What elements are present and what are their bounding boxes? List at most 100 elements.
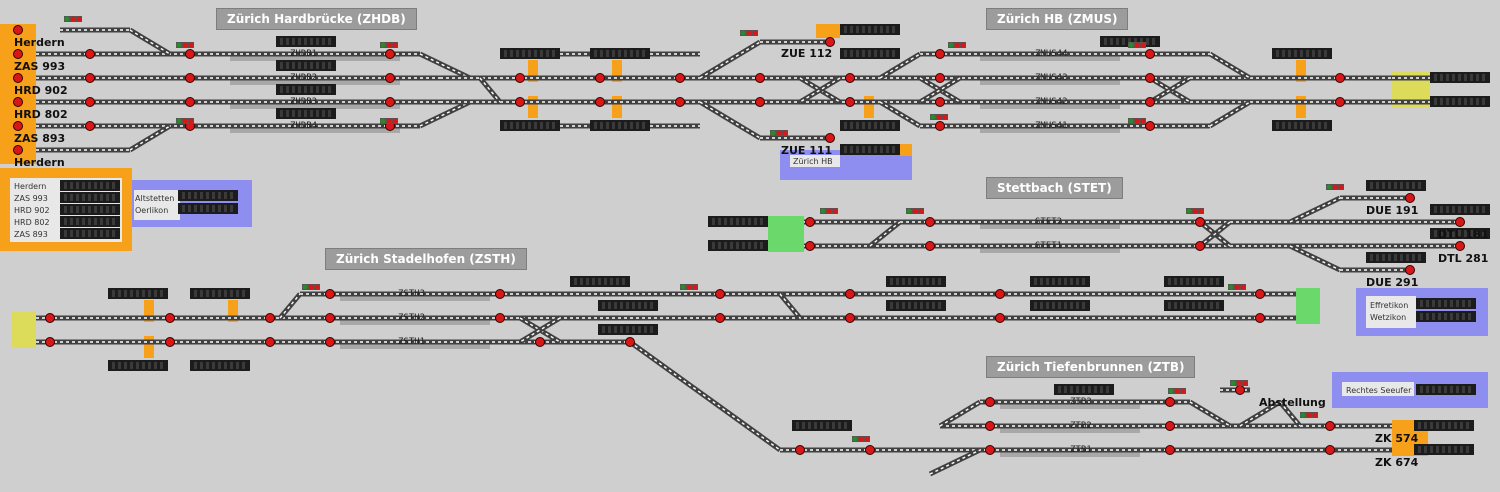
signal-76[interactable] [1165,397,1175,407]
signal-15[interactable] [385,73,395,83]
signal-46[interactable] [1405,193,1415,203]
track-zhdb3[interactable]: ZHDB3 [290,97,318,107]
signal-53[interactable] [165,337,175,347]
signal-51[interactable] [45,337,55,347]
track-zmus44[interactable]: ZMUS44 [1035,49,1068,59]
endpoint-zas993[interactable]: ZAS 993 [14,60,66,73]
signal-4[interactable] [13,121,23,131]
endpoint-zas893[interactable]: ZAS 893 [14,132,66,145]
signal-6[interactable] [85,49,95,59]
signal-42[interactable] [925,217,935,227]
signal-50[interactable] [45,313,55,323]
endpoint-abstellung[interactable]: Abstellung [1259,396,1326,409]
signal-47[interactable] [1405,265,1415,275]
signal-10[interactable] [185,49,195,59]
signal-16[interactable] [385,97,395,107]
signal-3[interactable] [13,97,23,107]
switch-d[interactable] [418,99,472,129]
signal-64[interactable] [715,313,725,323]
track-ztb3[interactable]: ZTB3 [1070,397,1092,407]
signal-65[interactable] [845,289,855,299]
signal-55[interactable] [265,337,275,347]
switch-c[interactable] [418,51,472,81]
signal-48[interactable] [1455,217,1465,227]
signal-40[interactable] [805,217,815,227]
signal-43[interactable] [925,241,935,251]
track-zsth1[interactable]: ZSTH1 [398,337,426,347]
signal-39[interactable] [1335,97,1345,107]
signal-41[interactable] [805,241,815,251]
signal-66[interactable] [845,313,855,323]
signal-9[interactable] [85,121,95,131]
signal-36[interactable] [1145,97,1155,107]
endpoint-dtl281[interactable]: DTL 281 [1438,252,1489,265]
signal-71[interactable] [795,445,805,455]
switch-e[interactable] [698,39,762,81]
switch-f[interactable] [698,99,762,141]
track-zhdb1[interactable]: ZHDB1 [290,49,318,59]
signal-20[interactable] [595,73,605,83]
endpoint-hrd802[interactable]: HRD 802 [14,108,68,121]
signal-77[interactable] [1165,421,1175,431]
signal-5[interactable] [13,145,23,155]
signal-59[interactable] [495,289,505,299]
signal-12[interactable] [185,97,195,107]
signal-30[interactable] [935,49,945,59]
signal-27[interactable] [825,133,835,143]
signal-31[interactable] [935,73,945,83]
track-zhdb4[interactable]: ZHDB4 [290,121,318,131]
signal-70[interactable] [1255,313,1265,323]
endpoint-zk574[interactable]: ZK 574 [1375,432,1419,445]
switch-ztb-c[interactable] [928,447,982,477]
signal-32[interactable] [935,97,945,107]
signal-45[interactable] [1195,241,1205,251]
signal-56[interactable] [325,289,335,299]
signal-68[interactable] [995,313,1005,323]
signal-58[interactable] [325,337,335,347]
signal-72[interactable] [865,445,875,455]
endpoint-zue112[interactable]: ZUE 112 [781,47,833,60]
signal-0[interactable] [13,25,23,35]
signal-21[interactable] [595,97,605,107]
signal-60[interactable] [495,313,505,323]
signal-8[interactable] [85,97,95,107]
track-zmus42[interactable]: ZMUS42 [1035,97,1068,107]
track-ztb1[interactable]: ZTB1 [1070,445,1092,455]
signal-52[interactable] [165,313,175,323]
endpoint-herdern-bottom[interactable]: Herdern [14,156,65,169]
signal-18[interactable] [515,73,525,83]
signal-37[interactable] [1145,121,1155,131]
switch-stet-b[interactable] [1288,243,1342,273]
signal-38[interactable] [1335,73,1345,83]
signal-19[interactable] [515,97,525,107]
signal-14[interactable] [385,49,395,59]
signal-29[interactable] [845,97,855,107]
track-stet1[interactable]: STET1 [1035,241,1063,251]
signal-75[interactable] [985,445,995,455]
endpoint-herdern-top[interactable]: Herdern [14,36,65,49]
signal-33[interactable] [935,121,945,131]
endpoint-due291[interactable]: DUE 291 [1366,276,1419,289]
signal-23[interactable] [675,97,685,107]
signal-34[interactable] [1145,49,1155,59]
signal-1[interactable] [13,49,23,59]
signal-79[interactable] [1235,385,1245,395]
signal-73[interactable] [985,397,995,407]
signal-44[interactable] [1195,217,1205,227]
signal-61[interactable] [535,337,545,347]
switch-stet-a[interactable] [1288,195,1342,225]
signal-22[interactable] [675,73,685,83]
signal-28[interactable] [845,73,855,83]
signal-78[interactable] [1165,445,1175,455]
signal-80[interactable] [1325,421,1335,431]
endpoint-dtl181[interactable]: DTL 181 [1438,228,1489,241]
signal-35[interactable] [1145,73,1155,83]
endpoint-zue111[interactable]: ZUE 111 [781,144,833,157]
signal-81[interactable] [1325,445,1335,455]
endpoint-due191[interactable]: DUE 191 [1366,204,1419,217]
track-ztb2[interactable]: ZTB2 [1070,421,1092,431]
signal-54[interactable] [265,313,275,323]
signal-11[interactable] [185,73,195,83]
track-stet2[interactable]: STET2 [1035,217,1063,227]
signal-62[interactable] [625,337,635,347]
